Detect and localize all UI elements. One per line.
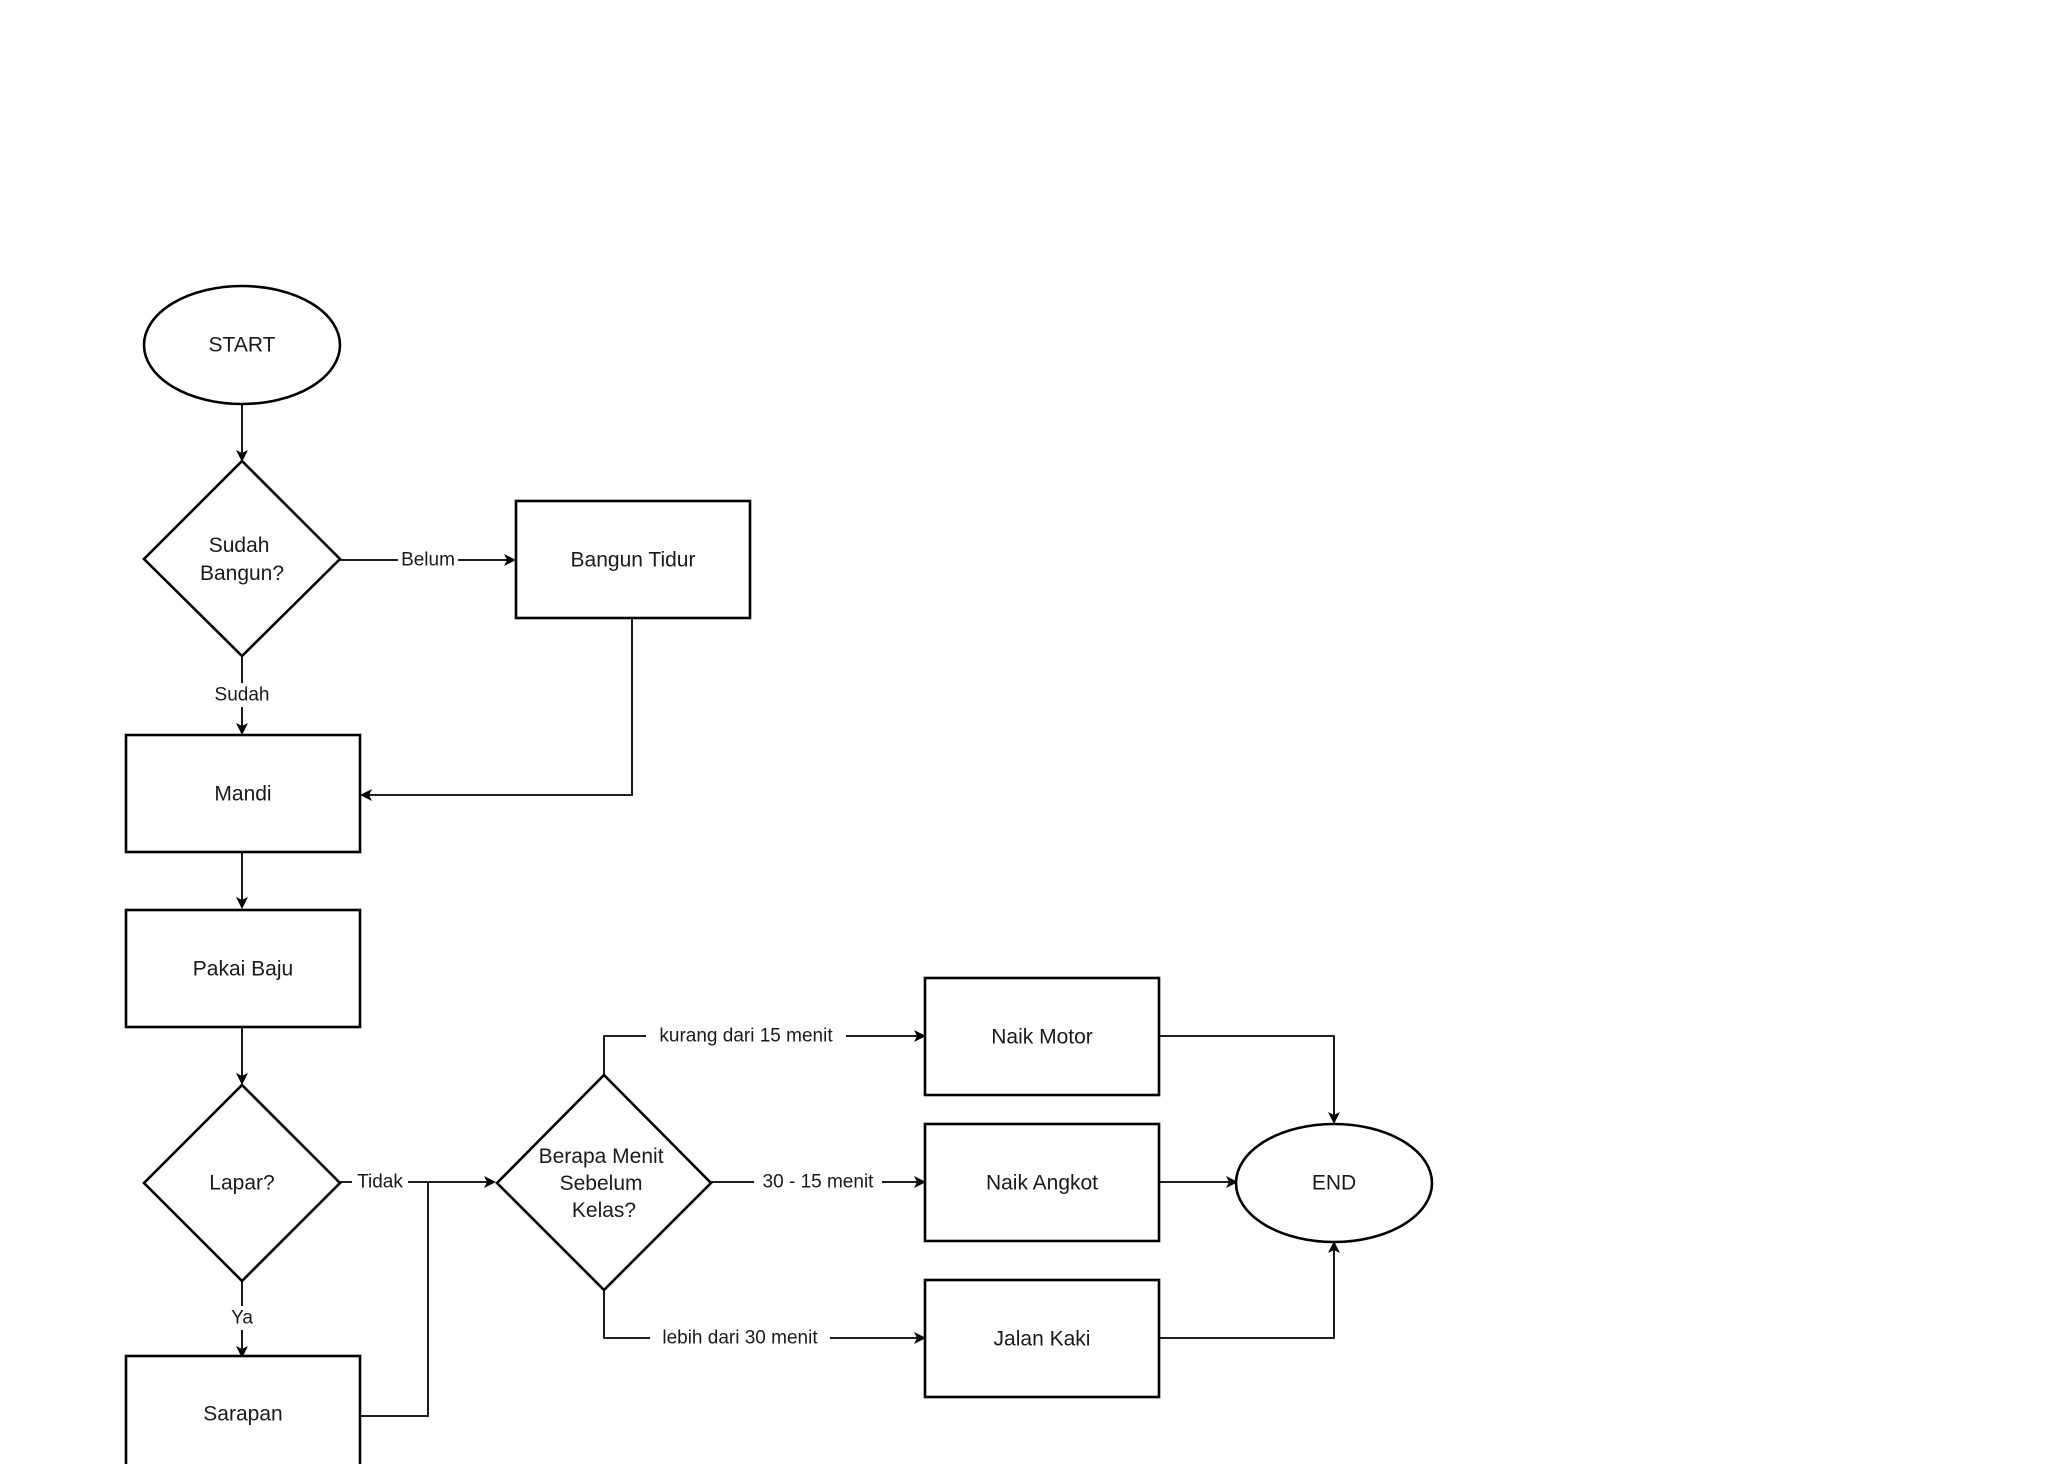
start-node[interactable]: START bbox=[142, 284, 342, 406]
edge-label-belum: Belum bbox=[398, 548, 458, 572]
svg-text:Ya: Ya bbox=[231, 1308, 253, 1329]
start-label: START bbox=[209, 334, 276, 357]
decision-berapa-menit-line-2: Sebelum bbox=[560, 1172, 643, 1195]
end-label: END bbox=[1312, 1172, 1356, 1195]
decision-lapar[interactable]: Lapar? bbox=[142, 1083, 342, 1283]
svg-text:kurang dari 15 menit: kurang dari 15 menit bbox=[659, 1026, 833, 1047]
decision-lapar-label: Lapar? bbox=[209, 1172, 274, 1195]
edge-labels: Belum Sudah Tidak Ya kurang dari 15 meni… bbox=[210, 548, 882, 1350]
decision-berapa-menit-line-1: Berapa Menit bbox=[539, 1145, 664, 1168]
decision-sudah-bangun-label: Sudah Bangun? bbox=[200, 534, 284, 585]
nodes: START Sudah Bangun? Bangun Tidur Mandi P… bbox=[124, 284, 1434, 1464]
decision-berapa-menit-label: Berapa Menit Sebelum Kelas? bbox=[539, 1145, 670, 1222]
process-jalan-kaki-label: Jalan Kaki bbox=[994, 1328, 1091, 1351]
svg-text:Belum: Belum bbox=[401, 550, 455, 571]
decision-sudah-bangun-line-2: Bangun? bbox=[200, 562, 284, 585]
end-node[interactable]: END bbox=[1234, 1122, 1434, 1244]
edge-jalan-kaki-to-end bbox=[1158, 1241, 1340, 1339]
process-bangun-tidur-label: Bangun Tidur bbox=[571, 549, 696, 572]
decision-sudah-bangun[interactable]: Sudah Bangun? bbox=[142, 459, 342, 658]
process-pakai-baju-label: Pakai Baju bbox=[193, 958, 293, 981]
process-naik-motor-label: Naik Motor bbox=[991, 1026, 1093, 1049]
edge-label-ya: Ya bbox=[226, 1306, 258, 1330]
svg-text:lebih dari 30 menit: lebih dari 30 menit bbox=[662, 1328, 818, 1349]
edge-label-lebih-30: lebih dari 30 menit bbox=[650, 1326, 830, 1350]
edge-naik-motor-to-end bbox=[1158, 1035, 1340, 1124]
process-pakai-baju[interactable]: Pakai Baju bbox=[124, 908, 362, 1029]
process-mandi[interactable]: Mandi bbox=[124, 733, 362, 854]
decision-sudah-bangun-line-1: Sudah bbox=[209, 534, 270, 557]
edge-label-kurang-15: kurang dari 15 menit bbox=[646, 1024, 846, 1048]
process-jalan-kaki[interactable]: Jalan Kaki bbox=[923, 1278, 1161, 1399]
svg-text:Tidak: Tidak bbox=[357, 1172, 403, 1193]
process-bangun-tidur[interactable]: Bangun Tidur bbox=[514, 499, 752, 620]
process-mandi-label: Mandi bbox=[214, 783, 271, 806]
process-sarapan-label: Sarapan bbox=[203, 1403, 282, 1426]
edge-label-tidak: Tidak bbox=[352, 1170, 408, 1194]
edge-bangun-tidur-to-mandi bbox=[360, 618, 633, 801]
svg-text:Sudah: Sudah bbox=[215, 685, 270, 706]
decision-berapa-menit-line-3: Kelas? bbox=[572, 1199, 636, 1222]
svg-text:30 - 15 menit: 30 - 15 menit bbox=[763, 1172, 875, 1193]
process-naik-motor[interactable]: Naik Motor bbox=[923, 976, 1161, 1097]
edge-sarapan-to-berapa-menit bbox=[360, 1182, 429, 1417]
edge-label-sudah: Sudah bbox=[210, 683, 274, 707]
process-naik-angkot[interactable]: Naik Angkot bbox=[923, 1122, 1161, 1243]
process-sarapan[interactable]: Sarapan bbox=[124, 1354, 362, 1464]
decision-berapa-menit[interactable]: Berapa Menit Sebelum Kelas? bbox=[495, 1073, 713, 1292]
edge-label-30-15: 30 - 15 menit bbox=[754, 1170, 882, 1194]
process-naik-angkot-label: Naik Angkot bbox=[986, 1172, 1098, 1195]
